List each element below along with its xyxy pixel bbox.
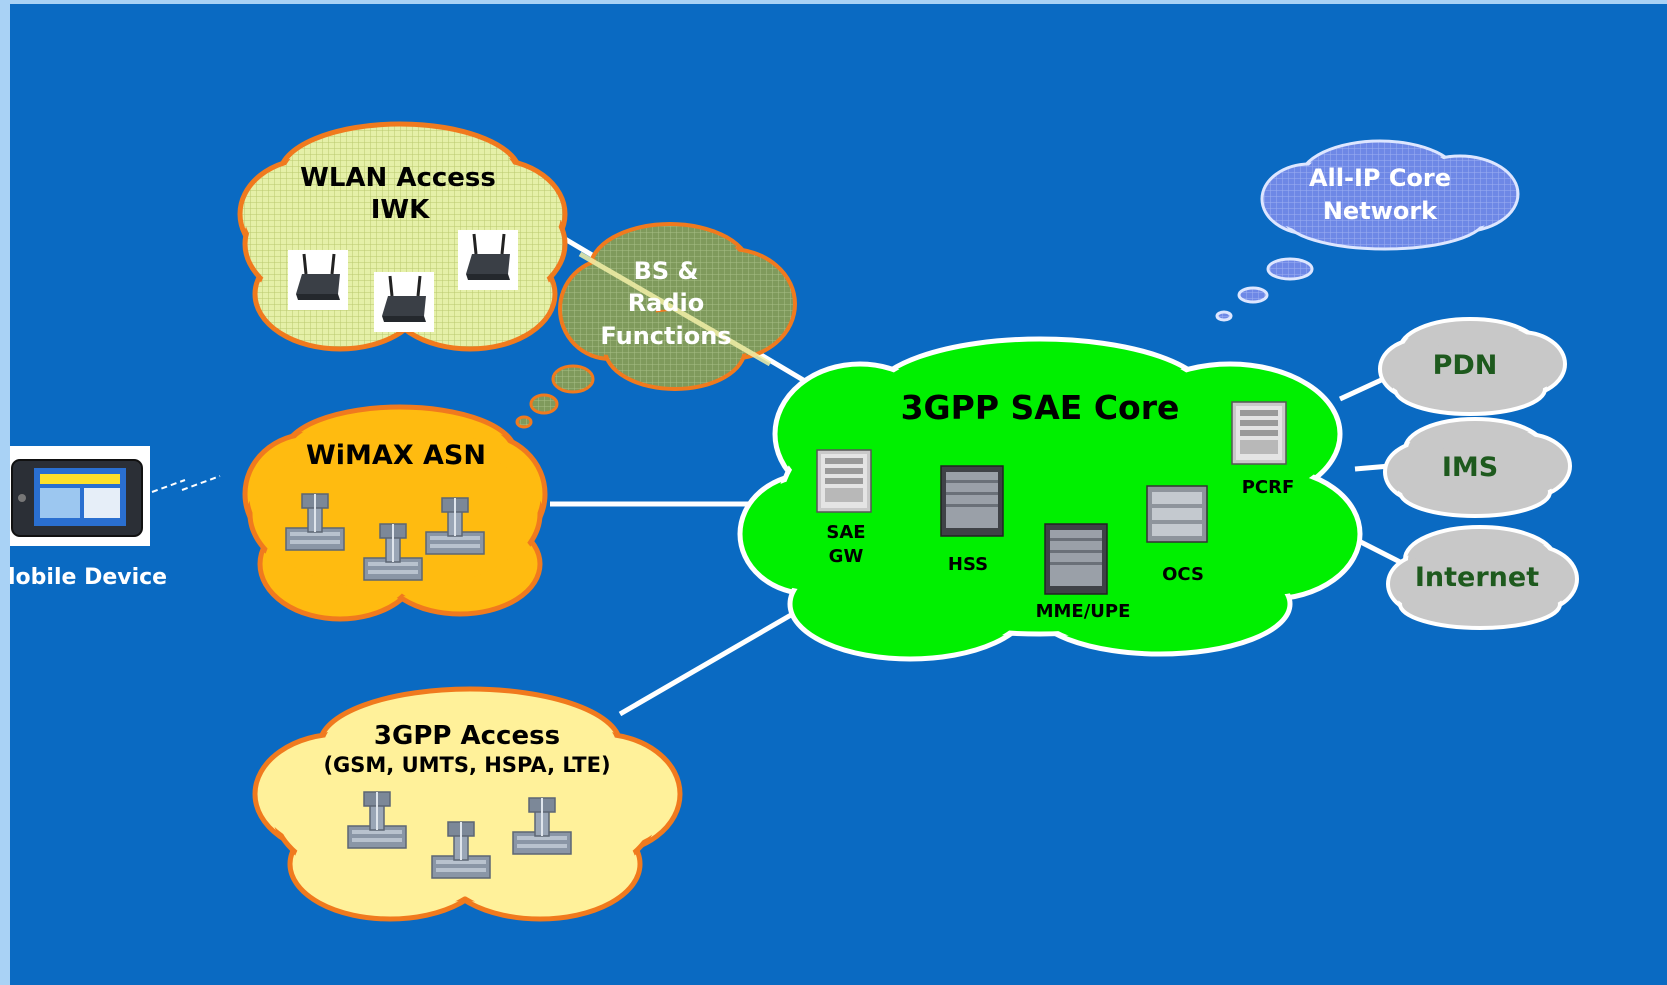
access-3gpp-title: 3GPP Access <box>374 721 560 751</box>
sae-gw-label-2: GW <box>829 546 864 567</box>
mme-upe-label: MME/UPE <box>1036 601 1131 622</box>
hss-label: HSS <box>948 554 988 575</box>
sae-core-title: 3GPP SAE Core <box>901 388 1180 427</box>
network-diagram: WLAN Access IWK BS & Radio Functions <box>10 121 1579 922</box>
access-3gpp-subtitle: (GSM, UMTS, HSPA, LTE) <box>323 753 610 777</box>
pcrf-label: PCRF <box>1242 477 1295 498</box>
mobile-device <box>10 446 150 546</box>
wimax-title: WiMAX ASN <box>306 440 486 471</box>
all-ip-cloud: All-IP Core Network <box>1215 139 1520 322</box>
ims-cloud: IMS <box>1383 417 1572 518</box>
all-ip-line1: All-IP Core <box>1309 164 1451 192</box>
allip-thought-bubbles <box>1215 257 1314 322</box>
internet-label: Internet <box>1415 562 1539 593</box>
access-core-link <box>618 601 812 717</box>
thought-bubbles <box>515 364 595 429</box>
mme-server-icon <box>1044 523 1108 595</box>
sae-gw-label-1: SAE <box>826 522 865 543</box>
pcrf-server-icon <box>1231 401 1287 465</box>
bs-radio-cloud: BS & Radio Functions <box>515 222 797 429</box>
diagram-canvas: WLAN Access IWK BS & Radio Functions <box>10 4 1667 985</box>
mobile-device-label: lobile Device <box>10 565 167 590</box>
wireless-signal-icon <box>151 475 221 493</box>
ocs-label: OCS <box>1162 564 1204 585</box>
wifi-router-icon <box>286 248 350 312</box>
wifi-router-icon <box>456 228 520 292</box>
access-3gpp-cloud: 3GPP Access (GSM, UMTS, HSPA, LTE) <box>252 686 683 922</box>
bs-radio-line2: Radio <box>628 289 705 317</box>
bs-radio-line3: Functions <box>600 322 731 350</box>
ims-label: IMS <box>1442 452 1498 483</box>
hss-server-icon <box>940 465 1004 537</box>
all-ip-line2: Network <box>1323 197 1438 225</box>
wlan-access-cloud: WLAN Access IWK <box>237 121 568 352</box>
sae-core-cloud: 3GPP SAE Core SAE GW HSS MME/UPE OCS <box>737 336 1363 662</box>
pdn-cloud: PDN <box>1378 317 1567 416</box>
ocs-server-icon <box>1146 485 1208 543</box>
bs-radio-line1: BS & <box>634 257 699 285</box>
wimax-asn-cloud: WiMAX ASN <box>242 404 548 622</box>
sae-gw-server-icon <box>816 449 872 513</box>
internet-cloud: Internet <box>1386 525 1579 630</box>
pdn-label: PDN <box>1433 350 1498 381</box>
wlan-subtitle: IWK <box>371 195 430 225</box>
wlan-title: WLAN Access <box>300 163 496 193</box>
wifi-router-icon <box>372 270 436 334</box>
